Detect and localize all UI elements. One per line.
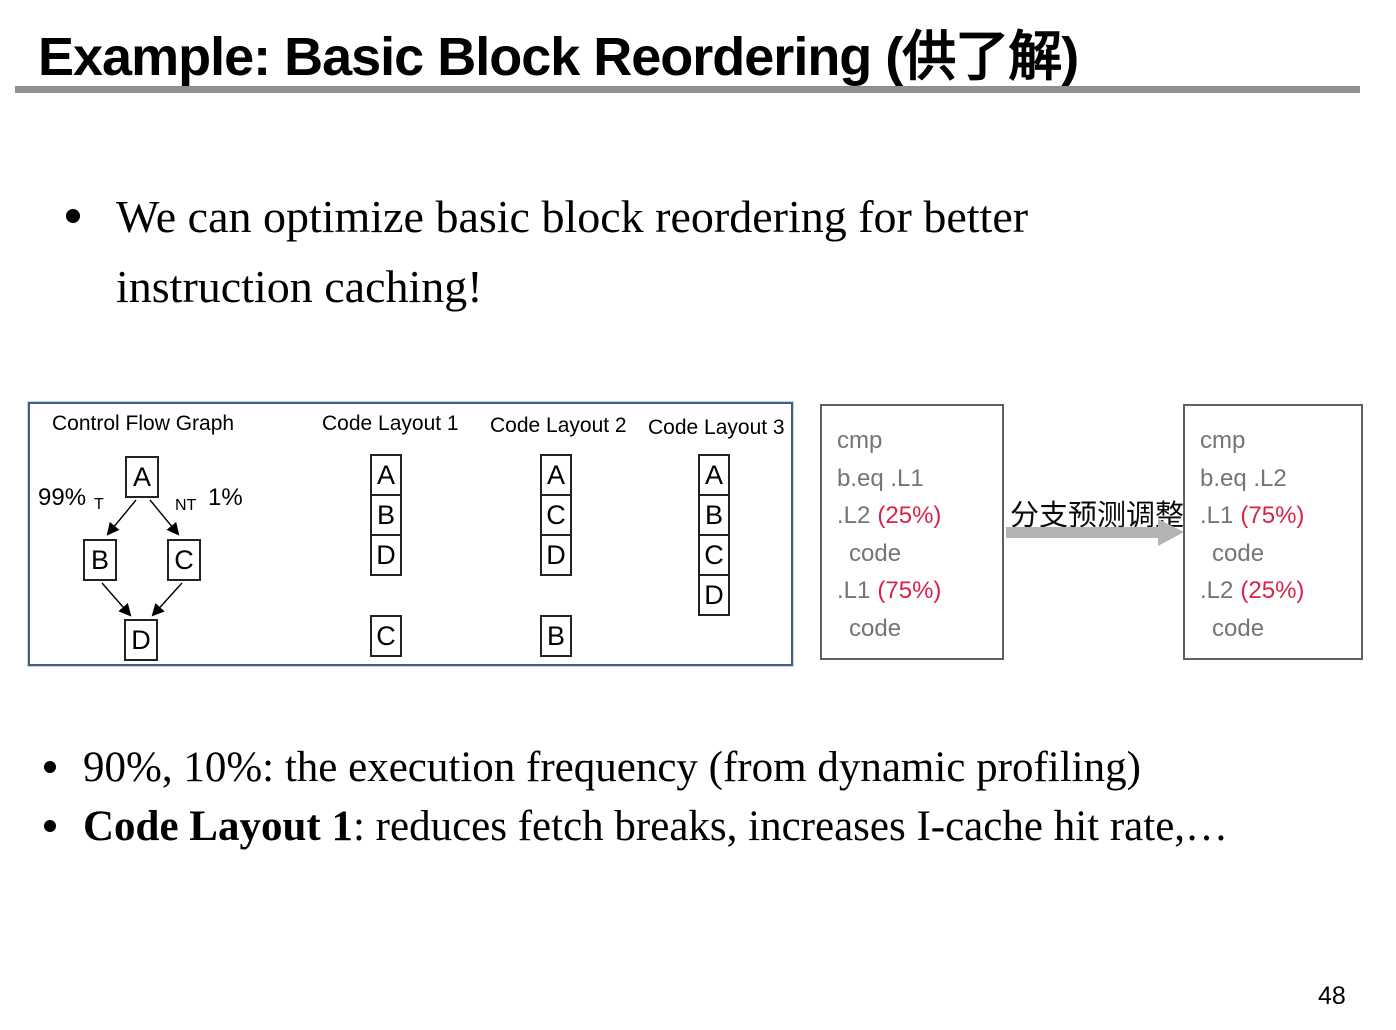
asm-text: .L2 xyxy=(837,502,871,529)
layout1-block: D xyxy=(370,534,402,576)
asm-percent: (25%) xyxy=(877,502,942,529)
frequency-bullet: 90%, 10%: the execution frequency (from … xyxy=(44,742,1141,794)
cfg-not-taken-percent: 1% xyxy=(208,484,243,511)
layout2-block: D xyxy=(540,534,572,576)
bullet-dot xyxy=(44,820,56,832)
layout1-stack: A B D xyxy=(370,454,402,576)
asm-text: code xyxy=(1212,614,1265,642)
asm-text: cmp xyxy=(837,427,883,454)
asm-line: code xyxy=(1200,535,1361,573)
layout3-block: B xyxy=(698,494,730,536)
layout1-bullet-rest: : reduces fetch breaks, increases I-cach… xyxy=(352,803,1229,850)
asm-text: b.eq .L1 xyxy=(837,464,924,492)
asm-text: code xyxy=(1212,539,1265,567)
cfg-node-a: A xyxy=(125,456,159,498)
layout2-stack: A C D xyxy=(540,454,572,576)
transform-arrow-head xyxy=(1158,519,1184,546)
asm-percent: (25%) xyxy=(1240,577,1305,604)
layout1-bullet-bold: Code Layout 1 xyxy=(83,803,353,850)
cfg-node-c: C xyxy=(167,539,201,581)
layout2-detached-block: B xyxy=(540,615,572,657)
asm-line: b.eq .L2 xyxy=(1200,460,1361,498)
asm-line: code xyxy=(837,535,1002,573)
asm-text: code xyxy=(849,539,902,567)
frequency-bullet-text: 90%, 10%: the execution frequency (from … xyxy=(83,744,1141,791)
layout3-title: Code Layout 3 xyxy=(648,416,785,439)
layout1-block: A xyxy=(370,454,402,496)
bullet-dot xyxy=(44,761,56,773)
asm-line: .L2(25%) xyxy=(837,497,1002,535)
layout1-bullet: Code Layout 1: reduces fetch breaks, inc… xyxy=(44,801,1228,853)
asm-line: code xyxy=(1200,610,1361,648)
asm-line: .L1(75%) xyxy=(1200,497,1361,535)
layout3-block: C xyxy=(698,534,730,576)
cfg-not-taken-label: NT xyxy=(175,497,197,514)
asm-line: .L2(25%) xyxy=(1200,572,1361,610)
cfg-node-b: B xyxy=(83,539,117,581)
asm-percent: (75%) xyxy=(877,577,942,604)
transform-arrow xyxy=(1006,527,1158,538)
layout2-block: C xyxy=(540,494,572,536)
cfg-title: Control Flow Graph xyxy=(52,412,235,435)
asm-text: .L1 xyxy=(1200,502,1234,529)
layout1-bullet-text: Code Layout 1: reduces fetch breaks, inc… xyxy=(83,801,1228,853)
asm-line: code xyxy=(837,610,1002,648)
asm-text: .L1 xyxy=(837,577,871,604)
asm-text: code xyxy=(849,614,902,642)
main-bullet: We can optimize basic block reordering f… xyxy=(66,182,1276,322)
layout1-block: B xyxy=(370,494,402,536)
title-divider xyxy=(15,86,1360,93)
asm-text: b.eq .L2 xyxy=(1200,464,1287,492)
layout1-title: Code Layout 1 xyxy=(322,412,459,435)
cfg-taken-label: T xyxy=(94,496,104,513)
cfg-node-d: D xyxy=(124,619,158,661)
cfg-layouts-figure: Control Flow Graph Code Layout 1 Code La… xyxy=(28,402,793,666)
asm-before-box: cmp b.eq .L1 .L2(25%) code .L1(75%) code xyxy=(820,404,1004,660)
branch-prediction-adjust-label: 分支预测调整 xyxy=(1009,500,1184,532)
layout3-block: A xyxy=(698,454,730,496)
cfg-taken-percent: 99% xyxy=(38,484,87,511)
asm-percent: (75%) xyxy=(1240,502,1305,529)
bullet-dot xyxy=(66,209,80,223)
layout3-block: D xyxy=(698,574,730,616)
page-number: 48 xyxy=(1318,982,1346,1010)
asm-line: cmp xyxy=(1200,422,1361,460)
asm-line: b.eq .L1 xyxy=(837,460,1002,498)
asm-line: .L1(75%) xyxy=(837,572,1002,610)
main-bullet-text: We can optimize basic block reordering f… xyxy=(116,191,1029,312)
asm-after-box: cmp b.eq .L2 .L1(75%) code .L2(25%) code xyxy=(1183,404,1363,660)
asm-text: cmp xyxy=(1200,427,1246,454)
layout3-stack: A B C D xyxy=(698,454,730,616)
slide-title: Example: Basic Block Reordering (供了解) xyxy=(38,27,1079,87)
asm-line: cmp xyxy=(837,422,1002,460)
layout2-block: A xyxy=(540,454,572,496)
layout2-title: Code Layout 2 xyxy=(490,414,627,437)
layout1-detached-block: C xyxy=(370,615,402,657)
asm-text: .L2 xyxy=(1200,577,1234,604)
